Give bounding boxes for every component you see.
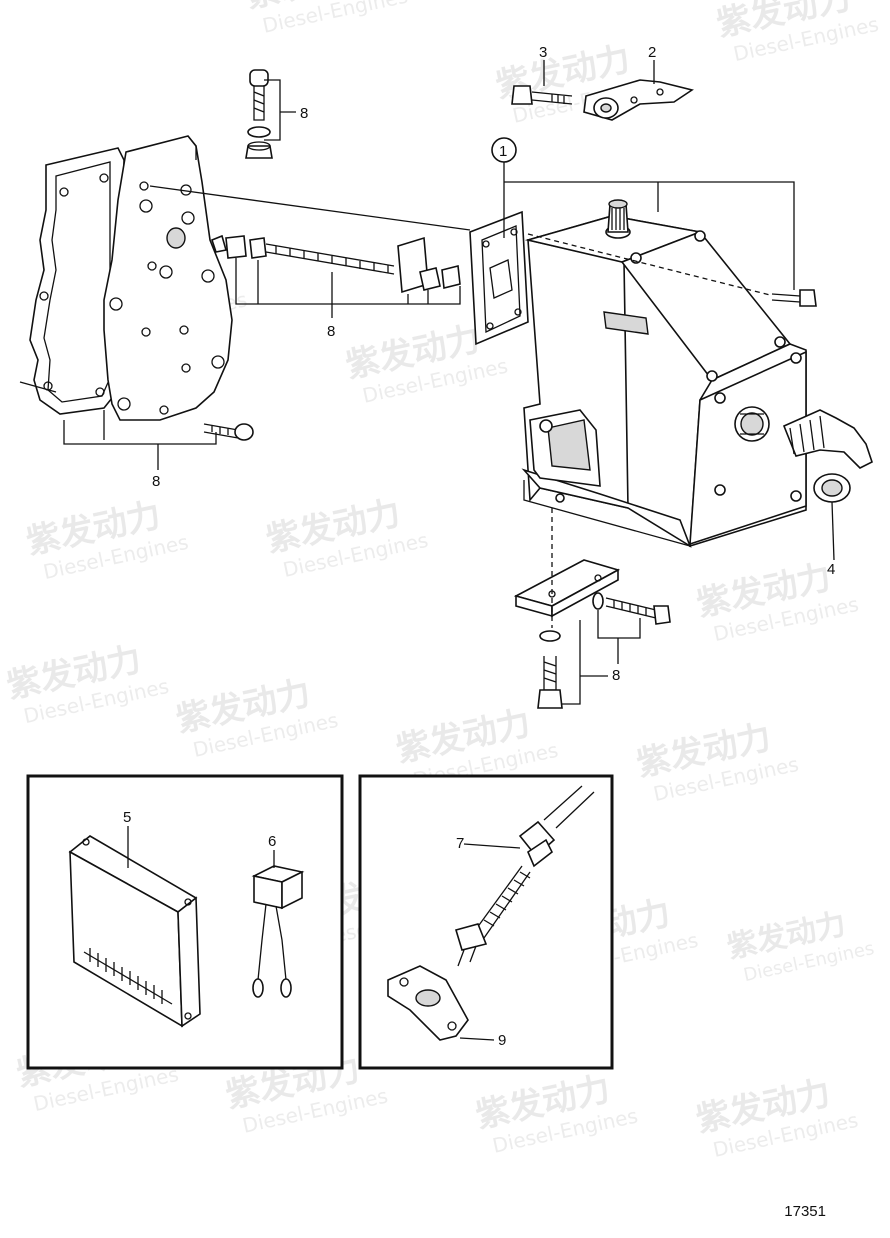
watermark-logo: 紫发动力 Diesel-Engines bbox=[713, 0, 881, 66]
watermark-logo: 紫发动力 Diesel-Engines bbox=[23, 495, 191, 584]
plate-screw bbox=[203, 423, 254, 441]
actuator-housing bbox=[521, 199, 807, 548]
callout-1: 1 bbox=[499, 143, 507, 160]
long-stud bbox=[211, 234, 461, 294]
figure-number: 17351 bbox=[784, 1203, 826, 1220]
watermark-logo: 紫发动力 Diesel-Engines bbox=[173, 673, 341, 762]
screw-with-nut bbox=[245, 69, 273, 159]
watermark-logo: 紫发动力 Diesel-Engines bbox=[693, 1073, 861, 1162]
callout-7: 7 bbox=[456, 835, 464, 852]
watermark-logo: 紫发动力 Diesel-Engines bbox=[693, 557, 861, 646]
callout-5: 5 bbox=[123, 809, 131, 826]
bolt-item-3 bbox=[511, 85, 573, 105]
bracket-bolt-horizontal bbox=[592, 592, 671, 625]
inset-control-unit: 5 6 bbox=[26, 774, 344, 1070]
watermark-logo: 紫发动力 Diesel-Engines bbox=[633, 717, 801, 806]
watermark-logo: 紫发动力 Diesel-Engines bbox=[724, 907, 876, 987]
mounting-bracket bbox=[513, 559, 621, 618]
callout-8-plate: 8 bbox=[152, 473, 160, 490]
callout-2: 2 bbox=[648, 44, 656, 61]
leader-lines bbox=[19, 60, 795, 705]
callout-6: 6 bbox=[268, 833, 276, 850]
callout-8-bracket: 8 bbox=[612, 667, 620, 684]
callout-9: 9 bbox=[498, 1032, 506, 1049]
lever-item-2 bbox=[583, 79, 694, 121]
callout-8-top: 8 bbox=[300, 105, 308, 122]
adapter-plate bbox=[103, 135, 233, 421]
callout-4: 4 bbox=[827, 561, 835, 578]
watermark-logo: 紫发动力 Diesel-Engines bbox=[242, 0, 410, 38]
cable-plug bbox=[782, 409, 873, 561]
inset-cable: 7 9 bbox=[358, 774, 614, 1070]
watermark-logo: 紫发动力 Diesel-Engines bbox=[472, 1069, 640, 1158]
flange-gasket bbox=[469, 210, 529, 346]
watermark-logo: 紫发动力 Diesel-Engines bbox=[3, 639, 171, 728]
callout-1-circle bbox=[491, 137, 517, 163]
housing-screw bbox=[771, 289, 817, 307]
callout-8-stud: 8 bbox=[327, 323, 335, 340]
watermark-logo: 紫发动力 Diesel-Engines bbox=[263, 493, 431, 582]
bracket-bolt-vertical bbox=[537, 630, 563, 709]
callout-3: 3 bbox=[539, 44, 547, 61]
